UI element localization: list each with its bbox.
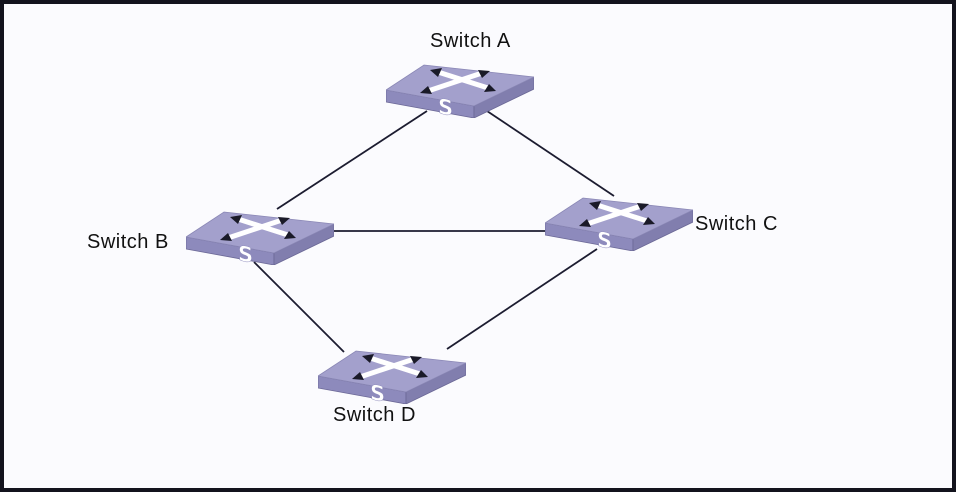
link-switch-a-switch-c	[486, 110, 615, 197]
node-label-switch-b: Switch B	[87, 231, 169, 253]
node-label-switch-d: Switch D	[333, 404, 416, 426]
node-label-switch-c: Switch C	[695, 213, 778, 235]
ethernet-switch-icon: S	[186, 211, 334, 265]
ethernet-switch-icon: S	[318, 350, 466, 404]
ethernet-switch-icon: S	[386, 64, 534, 118]
link-switch-b-switch-d	[253, 261, 345, 353]
svg-text:S: S	[597, 226, 612, 251]
node-switch-a: S	[386, 60, 534, 118]
links-layer	[253, 110, 615, 353]
node-label-switch-a: Switch A	[430, 30, 511, 52]
svg-text:S: S	[438, 93, 453, 118]
node-switch-b: S	[186, 207, 334, 265]
svg-text:S: S	[370, 379, 385, 404]
link-switch-c-switch-d	[446, 248, 598, 350]
node-switch-d: S	[318, 346, 466, 404]
node-switch-c: S	[545, 193, 693, 251]
link-switch-a-switch-b	[276, 110, 428, 210]
svg-text:S: S	[238, 240, 253, 265]
ethernet-switch-icon: S	[545, 197, 693, 251]
